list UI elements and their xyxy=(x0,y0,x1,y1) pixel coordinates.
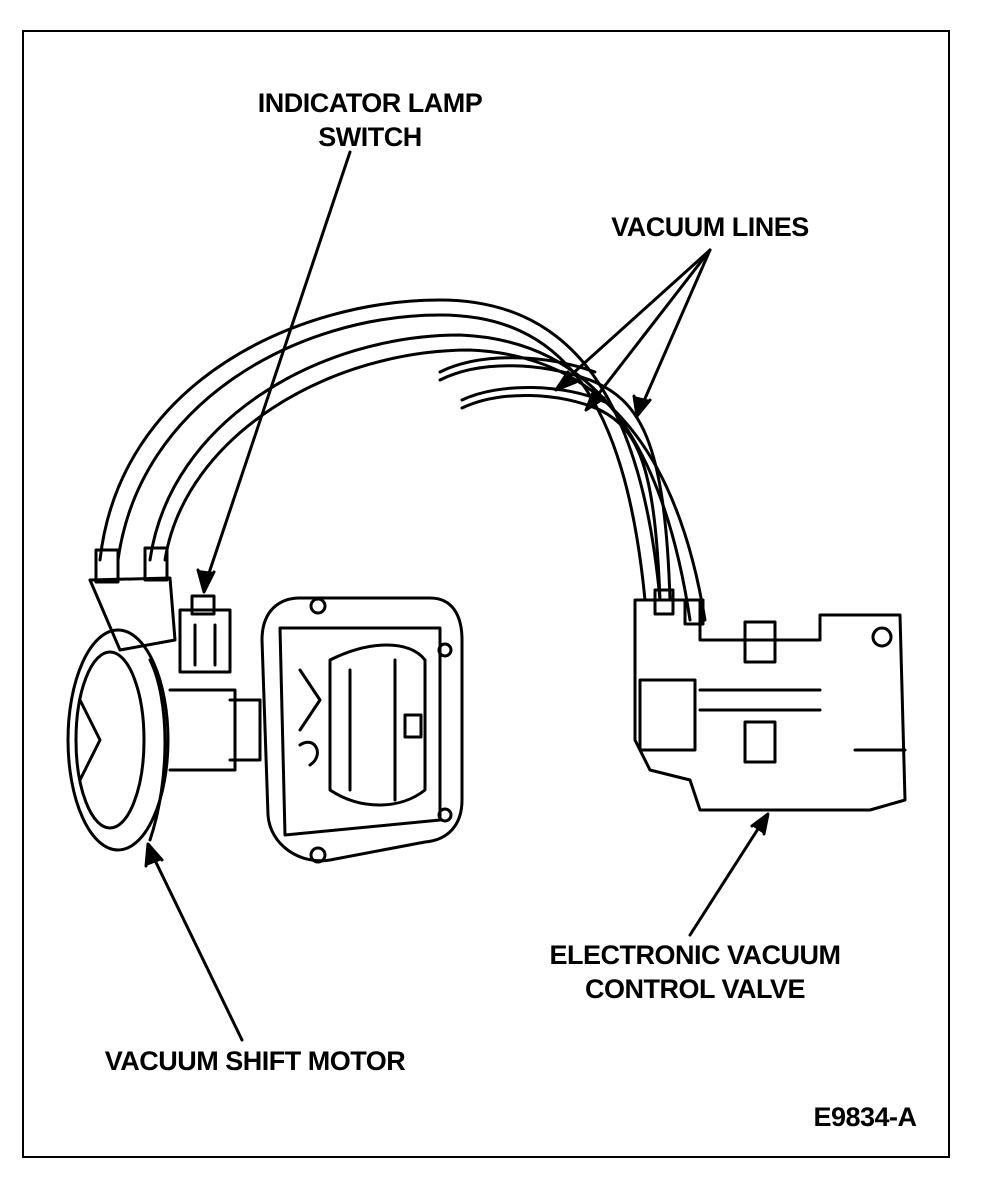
electronic-vacuum-control-valve xyxy=(633,588,907,812)
label-line: VACUUM SHIFT MOTOR xyxy=(104,1046,406,1076)
label-vacuum-lines: VACUUM LINES xyxy=(580,210,840,244)
diagram-frame xyxy=(22,30,950,1158)
figure-id-text: E9834-A xyxy=(813,1102,917,1132)
vacuum-lines xyxy=(98,298,707,622)
label-line: ELECTRONIC VACUUM xyxy=(549,940,842,970)
vacuum-shift-motor xyxy=(66,546,262,852)
label-line: CONTROL VALVE xyxy=(584,974,806,1004)
indicator-lamp-switch xyxy=(178,594,232,674)
leader-arrows xyxy=(144,150,770,1042)
label-line: VACUUM LINES xyxy=(611,212,809,242)
label-vacuum-shift-motor: VACUUM SHIFT MOTOR xyxy=(60,1044,450,1078)
label-line: SWITCH xyxy=(318,122,422,152)
label-line: INDICATOR LAMP xyxy=(257,88,483,118)
transfer-case-cover xyxy=(260,596,464,864)
label-indicator-lamp-switch: INDICATOR LAMP SWITCH xyxy=(210,86,530,154)
label-electronic-vacuum-control-valve: ELECTRONIC VACUUM CONTROL VALVE xyxy=(505,938,885,1006)
figure-id: E9834-A xyxy=(790,1100,940,1134)
